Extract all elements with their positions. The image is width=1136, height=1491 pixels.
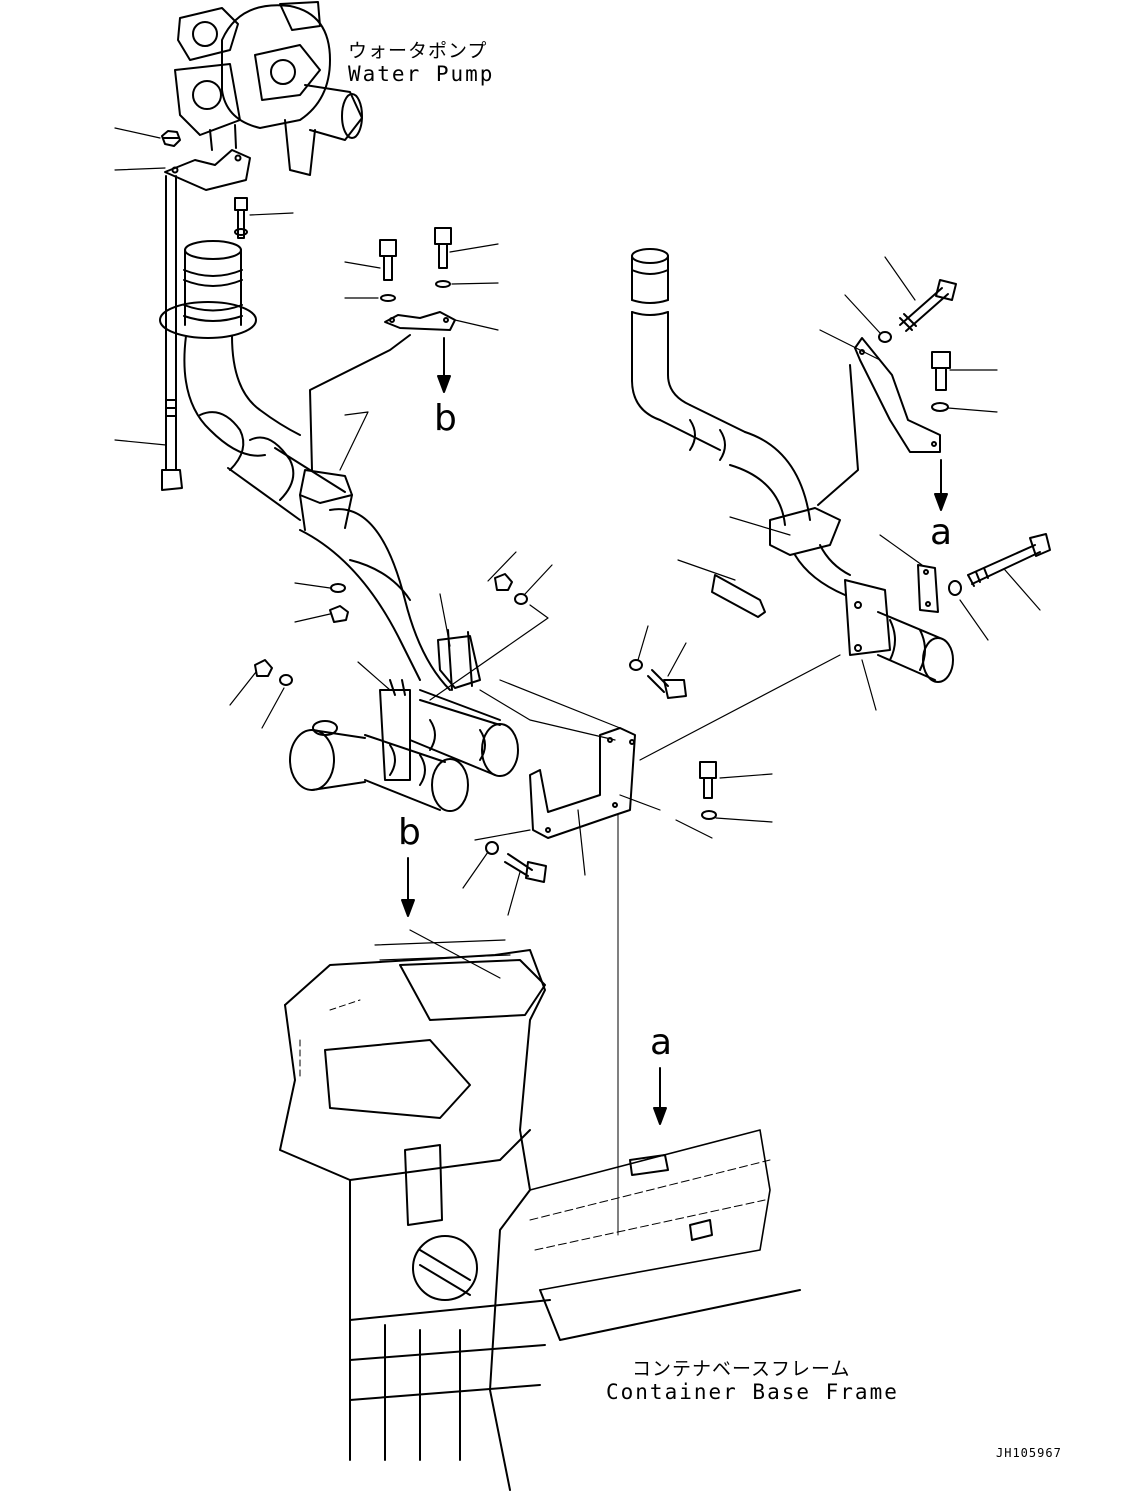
bolt-b-1 <box>379 239 397 302</box>
container-base-frame <box>279 939 801 1491</box>
left-pipe-assembly <box>159 240 519 812</box>
view-b-arrow-bottom <box>401 857 415 917</box>
bolt-right <box>931 351 951 391</box>
view-b-arrow-top <box>437 337 451 393</box>
washer-right-2 <box>948 580 962 596</box>
washer-right <box>931 402 949 412</box>
washer-center-left <box>485 841 499 855</box>
washer-center-right <box>701 810 717 820</box>
view-a-arrow-top <box>934 459 948 511</box>
view-a-label-bottom: a <box>650 1022 673 1063</box>
bracket-a <box>817 337 941 506</box>
shim-plate <box>711 574 766 618</box>
washer-left-1 <box>330 583 346 593</box>
nut-top <box>161 130 181 147</box>
view-a-arrow-bottom <box>653 1067 667 1125</box>
washer-mid <box>514 593 528 605</box>
bolt-center-left <box>504 853 547 883</box>
center-bracket <box>529 727 636 1236</box>
drawing-code: JH105967 <box>996 1446 1062 1460</box>
bracket-b <box>309 311 456 471</box>
bolt-b-2 <box>434 227 452 288</box>
bolt-flange <box>234 197 248 239</box>
base-frame-label-jp: コンテナベースフレーム <box>632 1358 851 1380</box>
water-pump <box>174 1 363 176</box>
long-bolt-right-top <box>899 279 957 332</box>
nut-left-2 <box>254 659 273 677</box>
water-pump-label-en: Water Pump <box>348 62 495 86</box>
nut-mid <box>494 573 513 591</box>
base-frame-label-en: Container Base Frame <box>606 1380 899 1404</box>
bolt-mid <box>647 669 687 699</box>
view-b-label-top: b <box>434 398 457 439</box>
long-stud-bolt <box>161 175 183 491</box>
water-pump-label-jp: ウォータポンプ <box>348 40 488 62</box>
long-bolt-right <box>967 533 1051 587</box>
leader-lines <box>114 127 1041 979</box>
washer-mid-2 <box>629 659 643 671</box>
view-a-label-top: a <box>930 512 953 553</box>
view-b-label-bottom: b <box>398 812 421 853</box>
right-pipe-assembly <box>631 248 954 683</box>
washer-left-2 <box>279 674 293 686</box>
bolt-center-right <box>699 761 717 799</box>
washer-right-top <box>878 331 892 343</box>
clamp-plate <box>917 564 939 613</box>
nut-left-1 <box>329 605 349 623</box>
pump-flange-plate <box>164 149 251 191</box>
